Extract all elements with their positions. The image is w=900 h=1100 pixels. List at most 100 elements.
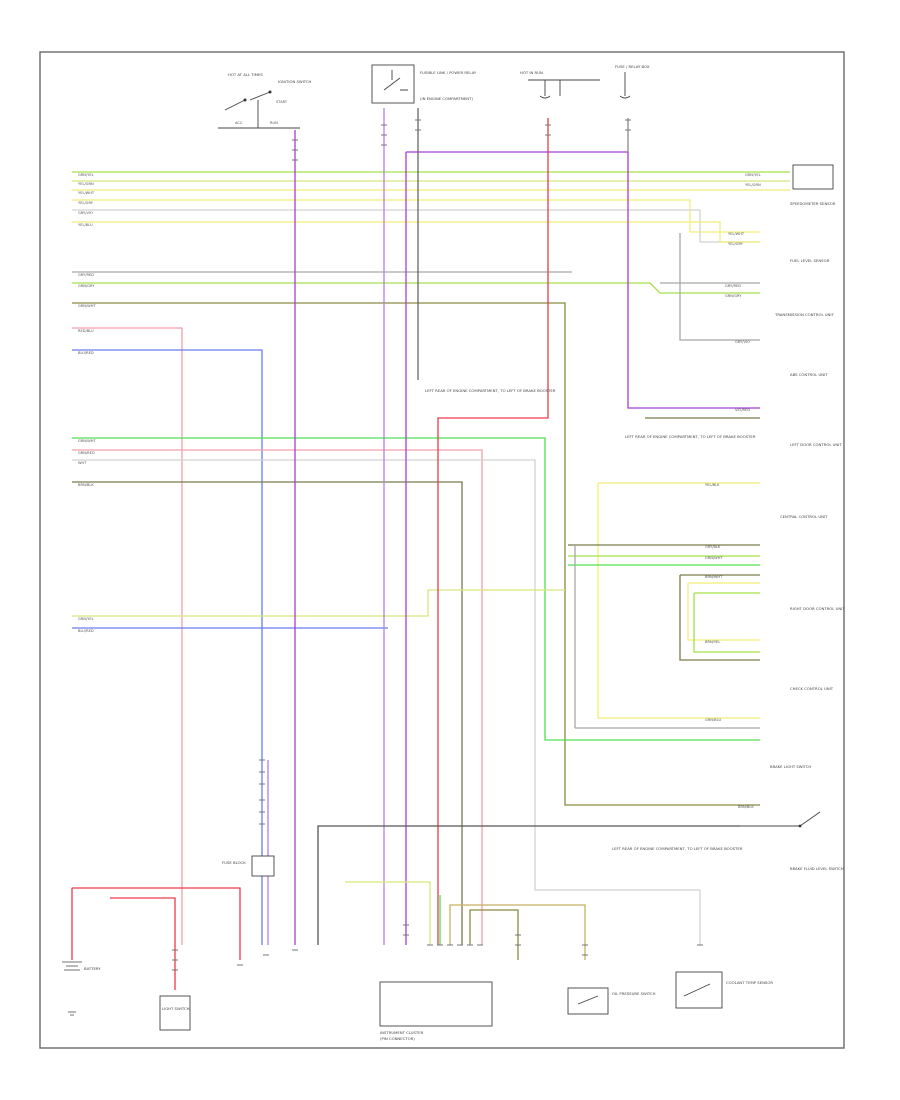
location-notes: LEFT REAR OF ENGINE COMPARTMENT, TO LEFT…	[425, 388, 756, 851]
left-label-11: BLU/RED	[78, 351, 94, 355]
wire-left-blue	[72, 349, 263, 945]
left-label-10: RED/BLU	[78, 329, 94, 333]
brake-fluid-label: BRAKE FLUID LEVEL SWITCH	[790, 866, 844, 871]
wire-low-3	[72, 459, 701, 945]
left-label-15: BRN/BLK	[78, 483, 94, 487]
label-grn-wht-r: GRN/WHT	[705, 556, 723, 560]
wire-battery-top	[72, 887, 241, 960]
label-brn-wht: BRN/WHT	[705, 575, 723, 579]
wire-dark-bus	[317, 825, 740, 945]
left-label-2: YEL/GRN	[78, 182, 94, 186]
note-3: LEFT REAR OF ENGINE COMPARTMENT, TO LEFT…	[612, 846, 743, 851]
wire-top-4	[72, 199, 760, 233]
left-wire-labels: GRN/YEL YEL/GRN YEL/WHT YEL/GRY GRY/VIO …	[78, 173, 96, 633]
note-2: LEFT REAR OF ENGINE COMPARTMENT, TO LEFT…	[625, 434, 756, 439]
left-label-6: YEL/BLU	[78, 223, 93, 227]
right-components: SPEEDOMETER SENSOR FUEL LEVEL SENSOR TRA…	[740, 164, 845, 871]
wire-right-6	[693, 592, 760, 653]
speed-sensor-label: SPEEDOMETER SENSOR	[790, 201, 836, 206]
label-yel-blk: YEL/BLK	[705, 483, 720, 487]
label-yel-wht: YEL/WHT	[728, 232, 745, 236]
wire-mid-2	[72, 282, 760, 294]
power-relay: FUSIBLE LINK / POWER RELAY (IN ENGINE CO…	[371, 64, 477, 104]
fuse-left-label: FUSE BLOCK	[222, 860, 246, 865]
label-gry-blk: GRY/BLK	[705, 545, 721, 549]
cluster-label: INSTRUMENT CLUSTER	[380, 1030, 424, 1035]
left-label-3: YEL/WHT	[78, 191, 95, 195]
fuel-sender-label: FUEL LEVEL SENSOR	[790, 258, 830, 263]
trans-unit-label: TRANSMISSION CONTROL UNIT	[774, 312, 835, 317]
wire-mid-4	[679, 233, 760, 341]
left-label-7: GRY/RED	[78, 273, 94, 277]
wires	[71, 108, 790, 990]
left-label-8: GRN/GRY	[78, 284, 95, 288]
power-relay-sublabel: (IN ENGINE COMPARTMENT)	[420, 96, 473, 101]
wire-purple-4	[406, 151, 760, 409]
fuse-block-top: HOT IN RUN FUSE / RELAY BOX	[520, 64, 650, 99]
left-label-12: GRN/WHT	[78, 439, 96, 443]
label-grn-gry: GRN/GRY	[725, 294, 742, 298]
left-label-13: GRN/RED	[78, 451, 95, 455]
left-label-14: WHT	[78, 461, 87, 465]
fuse-block-left: FUSE BLOCK	[222, 855, 275, 877]
light-switch-label: LIGHT SWITCH	[162, 1006, 190, 1011]
fuse-top-sublabel: HOT IN RUN	[520, 70, 543, 75]
label-yel-grn: YEL/GRN	[745, 183, 761, 187]
light-switch: LIGHT SWITCH	[159, 995, 191, 1031]
left-label-5: GRY/VIO	[78, 211, 93, 215]
connector-ticks	[172, 119, 703, 971]
battery-label: BATTERY	[84, 966, 101, 971]
wire-battery-top2	[110, 897, 176, 990]
left-door-label: LEFT DOOR CONTROL UNIT	[790, 442, 842, 447]
right-door-label: RIGHT DOOR CONTROL UNIT	[790, 606, 845, 611]
left-label-4: YEL/GRY	[78, 201, 94, 205]
ignition-hot-label: HOT AT ALL TIMES	[228, 72, 263, 77]
svg-text:START: START	[276, 100, 288, 104]
note-1: LEFT REAR OF ENGINE COMPARTMENT, TO LEFT…	[425, 388, 556, 393]
wire-low-2	[72, 449, 483, 945]
label-gry-red: GRY/RED	[725, 284, 741, 288]
fuse-top-label: FUSE / RELAY BOX	[615, 64, 650, 69]
oil-pressure-switch: OIL PRESSURE SWITCH	[567, 987, 656, 1015]
wire-to-cluster-2	[449, 904, 586, 960]
ignition-label: IGNITION SWITCH	[278, 79, 312, 84]
right-wire-labels: GRN/YEL YEL/GRN YEL/WHT YEL/GRY GRY/RED …	[705, 173, 761, 809]
wire-right-yel-1v	[597, 483, 760, 719]
wire-top-6	[72, 221, 760, 243]
label-grn-blu: GRN/BLU	[705, 718, 721, 722]
label-brn-blk-r: BRN/BLK	[738, 805, 754, 809]
left-label-17: BLU/RED	[78, 629, 94, 633]
abs-unit-label: ABS CONTROL UNIT	[790, 372, 828, 377]
wire-low-1	[72, 437, 760, 741]
svg-text:RUN: RUN	[270, 121, 278, 125]
label-gry-vio: GRY/VIO	[735, 340, 750, 344]
wire-bot-1	[72, 589, 565, 617]
check-control-label: CHECK CONTROL UNIT	[790, 686, 834, 691]
wire-low-4	[72, 481, 463, 945]
wire-to-cluster-3	[469, 909, 519, 960]
label-yel-gry: YEL/GRY	[728, 242, 744, 246]
brake-fluid-switch: COOLANT TEMP SENSOR	[675, 971, 773, 1009]
coolant-label: COOLANT TEMP SENSOR	[726, 980, 773, 985]
battery: BATTERY	[62, 961, 101, 1016]
wire-right-5	[687, 582, 760, 641]
oil-label: OIL PRESSURE SWITCH	[612, 991, 656, 996]
svg-text:ACC: ACC	[235, 121, 243, 125]
label-vio-red: VIO/RED	[735, 408, 750, 412]
left-label-16: GRN/YEL	[78, 617, 94, 621]
wire-to-cluster-1	[345, 881, 431, 945]
label-grn-yel: GRN/YEL	[745, 173, 761, 177]
wire-red-v	[437, 118, 549, 945]
wire-right-4	[679, 574, 760, 661]
label-brn-yel: BRN/YEL	[705, 640, 720, 644]
left-label-9: GRN/WHT	[78, 304, 96, 308]
brake-switch-label: BRAKE LIGHT SWITCH	[770, 764, 811, 769]
left-label-1: GRN/YEL	[78, 173, 94, 177]
central-control-label: CENTRAL CONTROL UNIT	[780, 514, 828, 519]
wire-left-red	[72, 327, 183, 945]
wire-top-5	[72, 209, 760, 243]
power-relay-label: FUSIBLE LINK / POWER RELAY	[420, 70, 477, 75]
wire-mid-3	[72, 302, 760, 806]
